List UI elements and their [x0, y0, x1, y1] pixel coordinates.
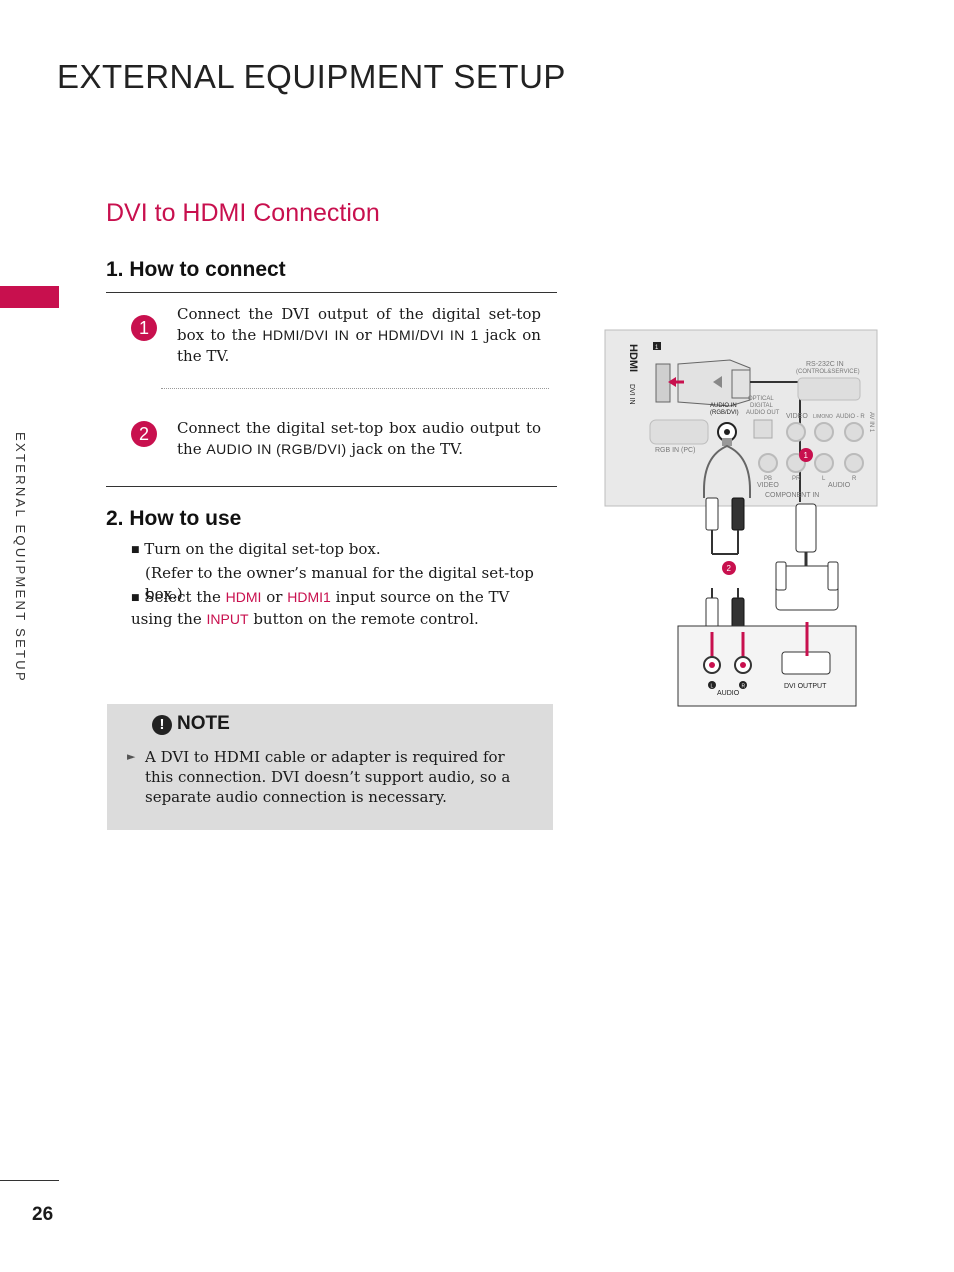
audio-r-label: AUDIO - R	[836, 414, 865, 420]
stb-r-badge	[739, 681, 747, 689]
use-bullet-2-or: or	[266, 588, 283, 606]
hdmi-arrow-head	[668, 377, 676, 387]
use-bullet-1-text: Turn on the digital set-top box.	[144, 540, 381, 558]
comp-l-jack	[814, 453, 834, 473]
audio-plug-tip	[722, 438, 732, 446]
hdmi-plug	[677, 359, 751, 407]
step-2-badge: 2	[131, 421, 157, 447]
side-tab-marker	[0, 286, 59, 308]
av-l-jack	[814, 422, 834, 442]
dvi-screw-left	[775, 561, 787, 591]
comp-r-jack	[844, 453, 864, 473]
how-to-connect-heading: 1. How to connect	[106, 258, 286, 281]
rca-white-upper	[705, 497, 719, 531]
rca-red-upper	[731, 497, 745, 531]
use-bullet-2-c: button on the remote control.	[253, 610, 479, 628]
warning-icon: !	[152, 715, 172, 735]
dvi-output-label: DVI OUTPUT	[784, 683, 827, 690]
section-title: DVI to HDMI Connection	[106, 199, 380, 227]
connect-bottom-rule	[106, 486, 557, 487]
l-label: L	[822, 476, 826, 482]
tv-back-panel	[604, 329, 878, 507]
use-bullet-2-hdmi1: HDMI1	[287, 589, 331, 605]
audio-sub-label: AUDIO	[828, 482, 851, 489]
step-1-text: Connect the DVI output of the digital se…	[177, 304, 541, 367]
stb-l-label: L	[711, 684, 714, 690]
step-1-text-a: Connect the DVI output of the digital se…	[177, 305, 541, 344]
comp-y-jack	[758, 453, 778, 473]
connection-diagram: HDMI DVI IN 1 RS-232C IN (CONTROL&SERVIC…	[604, 329, 878, 707]
audio-in-label: AUDIO IN	[710, 403, 737, 409]
use-bullet-2-input: INPUT	[206, 611, 249, 627]
note-marker: ►	[127, 750, 136, 763]
use-bullet-2: ■ Select the HDMI or HDMI1 input source …	[131, 588, 510, 628]
use-bullet-2-b: input source on the TV using the	[131, 588, 510, 628]
stb-l-badge	[708, 681, 716, 689]
page-number: 26	[32, 1204, 54, 1225]
rs232-port	[797, 377, 861, 401]
hdmi-plug-arrow	[713, 376, 722, 388]
optical-port	[753, 419, 773, 439]
use-bullet-1-note: (Refer to the owner’s manual for the dig…	[145, 564, 534, 603]
av-in-label: AV IN 1	[868, 412, 874, 433]
stb-r-label: R	[742, 684, 746, 690]
steps-divider	[161, 388, 549, 389]
hdmi-port-number: 1	[655, 345, 659, 351]
diagram-step-2-badge	[722, 561, 736, 575]
r-label: R	[852, 476, 857, 482]
rgb-pc-port	[649, 419, 709, 445]
use-bullet-2-a: Select the	[144, 588, 221, 606]
note-box	[107, 704, 553, 830]
step-1-badge: 1	[131, 315, 157, 341]
audio-out-label: AUDIO OUT	[746, 410, 780, 416]
pb-label: PB	[764, 476, 772, 482]
use-bullet-1: ■ Turn on the digital set-top box.	[131, 540, 381, 558]
video-label: VIDEO	[786, 413, 808, 420]
step-1-text-b: jack on the TV.	[177, 326, 541, 365]
hdmi-plug-lower	[795, 503, 817, 553]
step-2-text-a: Connect the digital set-top box audio ou…	[177, 419, 541, 458]
control-service-label: (CONTROL&SERVICE)	[796, 369, 860, 375]
step-1-or: or	[355, 326, 372, 344]
footer-rule	[0, 1180, 59, 1181]
how-to-use-heading: 2. How to use	[106, 507, 242, 530]
step-2-ui-a: AUDIO IN (RGB/DVI)	[206, 441, 347, 457]
rgb-in-pc-label: RGB IN (PC)	[655, 447, 695, 454]
optical-label: OPTICAL	[748, 396, 774, 402]
rs232-label: RS-232C IN	[806, 361, 844, 368]
lmono-label: L/MONO	[813, 414, 833, 420]
stb-audio-r-center	[740, 662, 746, 668]
hdmi-port-badge	[653, 342, 661, 350]
diagram-step-1-badge	[799, 448, 813, 462]
hdmi-plug-grip	[731, 369, 751, 399]
diagram-step-2-number: 2	[727, 564, 732, 573]
use-bullet-2-hdmi: HDMI	[225, 589, 262, 605]
rgb-dvi-label: (RGB/DVI)	[710, 410, 739, 416]
audio-in-jack-center	[724, 429, 730, 435]
hdmi-logo: HDMI	[627, 344, 639, 372]
side-tab-label: EXTERNAL EQUIPMENT SETUP	[13, 432, 28, 683]
av-video-jack	[786, 422, 806, 442]
step-2-text: Connect the digital set-top box audio ou…	[177, 418, 541, 460]
stb-audio-l-center	[709, 662, 715, 668]
component-in-label: COMPONENT IN	[765, 492, 819, 499]
stb-audio-label: AUDIO	[717, 690, 740, 697]
audio-y-split	[703, 444, 751, 491]
note-heading: NOTE	[177, 713, 230, 734]
page-title: EXTERNAL EQUIPMENT SETUP	[57, 58, 566, 95]
step-1-ui-a: HDMI/DVI IN	[262, 327, 350, 343]
hdmi-port	[655, 363, 671, 403]
dvi-screw-right	[827, 561, 839, 591]
step-2-text-b: jack on the TV.	[351, 440, 463, 458]
video-sub-label: VIDEO	[757, 482, 779, 489]
dvi-in-label: DVI IN	[628, 384, 635, 405]
digital-label: DIGITAL	[750, 403, 774, 409]
note-text: A DVI to HDMI cable or adapter is requir…	[145, 748, 511, 806]
step-1-ui-b: HDMI/DVI IN 1	[377, 327, 479, 343]
pr-label: PR	[792, 476, 801, 482]
connect-top-rule	[106, 292, 557, 293]
av-r-jack	[844, 422, 864, 442]
diagram-step-1-number: 1	[804, 451, 809, 460]
